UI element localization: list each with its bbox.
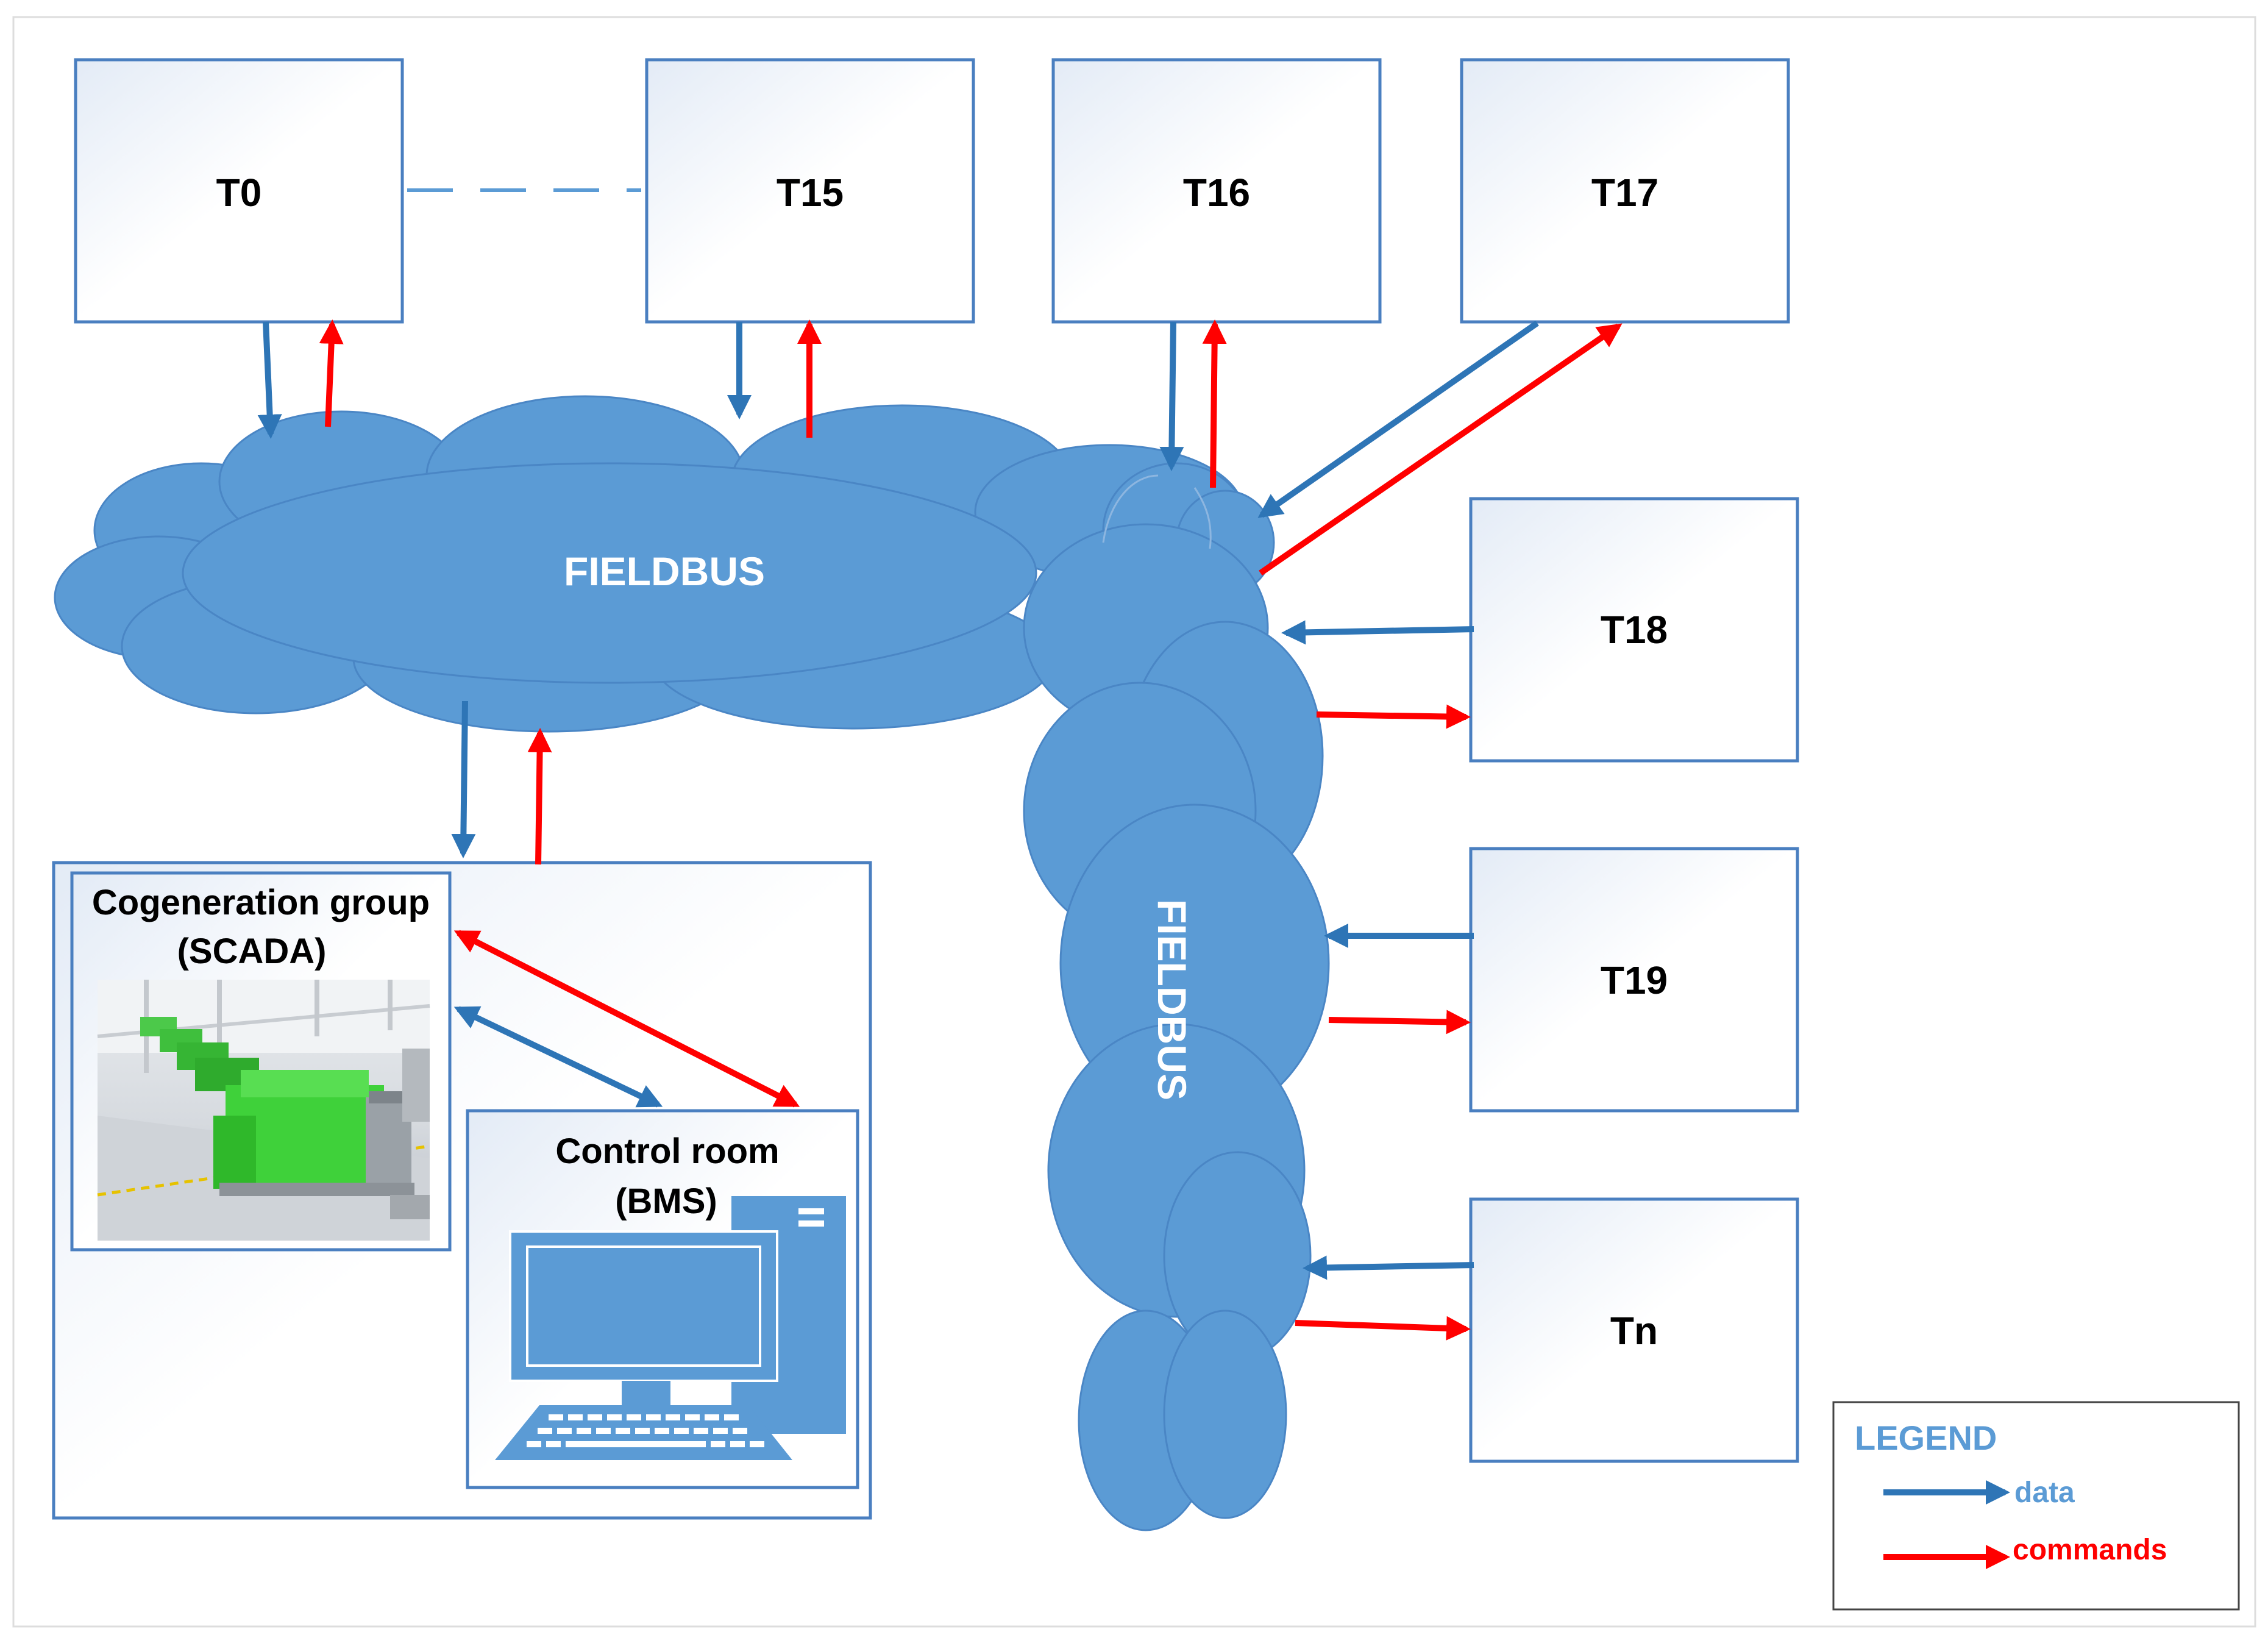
terminal-tn[interactable]: Tn [1469, 1197, 1799, 1463]
terminal-t19-label: T19 [1601, 958, 1668, 1002]
legend-commands-label: commands [2013, 1534, 2167, 1566]
terminal-t17-label: T17 [1591, 171, 1658, 215]
cogeneration-title: Cogeneration group [92, 883, 430, 922]
cogeneration-group[interactable]: Cogeneration group (SCADA) [70, 871, 452, 1252]
outer-frame [12, 16, 2256, 1628]
terminal-t17[interactable]: T17 [1460, 58, 1790, 324]
terminal-t15-label: T15 [777, 171, 844, 215]
control-room-title: Control room [555, 1131, 779, 1171]
computer-icon [495, 1196, 846, 1460]
horizontal-fieldbus-label: FIELDBUS [564, 549, 765, 594]
vertical-fieldbus-cloud [1023, 462, 1330, 1531]
vertical-fieldbus-label: FIELDBUS [1150, 899, 1195, 1100]
legend: LEGEND data commands [1832, 1401, 2240, 1611]
legend-data-label: data [2014, 1477, 2075, 1509]
terminal-t0-label: T0 [216, 171, 262, 215]
arrows-bus-plant [451, 700, 552, 865]
legend-title: LEGEND [1855, 1419, 1997, 1457]
arrows-top [257, 319, 1623, 576]
arrows-scada-bms [453, 930, 800, 1108]
generator-photo-icon [97, 980, 430, 1241]
terminal-t19[interactable]: T19 [1469, 847, 1799, 1113]
terminal-t15[interactable]: T15 [645, 58, 975, 324]
terminal-t16-label: T16 [1183, 171, 1250, 215]
arrows-right [1281, 620, 1474, 1341]
cogeneration-subtitle: (SCADA) [177, 932, 327, 971]
terminal-t18-label: T18 [1601, 608, 1668, 652]
control-room[interactable]: Control room (BMS) [466, 1109, 859, 1489]
terminal-t18[interactable]: T18 [1469, 497, 1799, 763]
terminal-tn-label: Tn [1610, 1309, 1658, 1353]
terminal-t16[interactable]: T16 [1051, 58, 1382, 324]
control-room-subtitle: (BMS) [615, 1181, 717, 1221]
horizontal-fieldbus-cloud [54, 395, 1245, 733]
terminal-t0[interactable]: T0 [74, 58, 404, 324]
